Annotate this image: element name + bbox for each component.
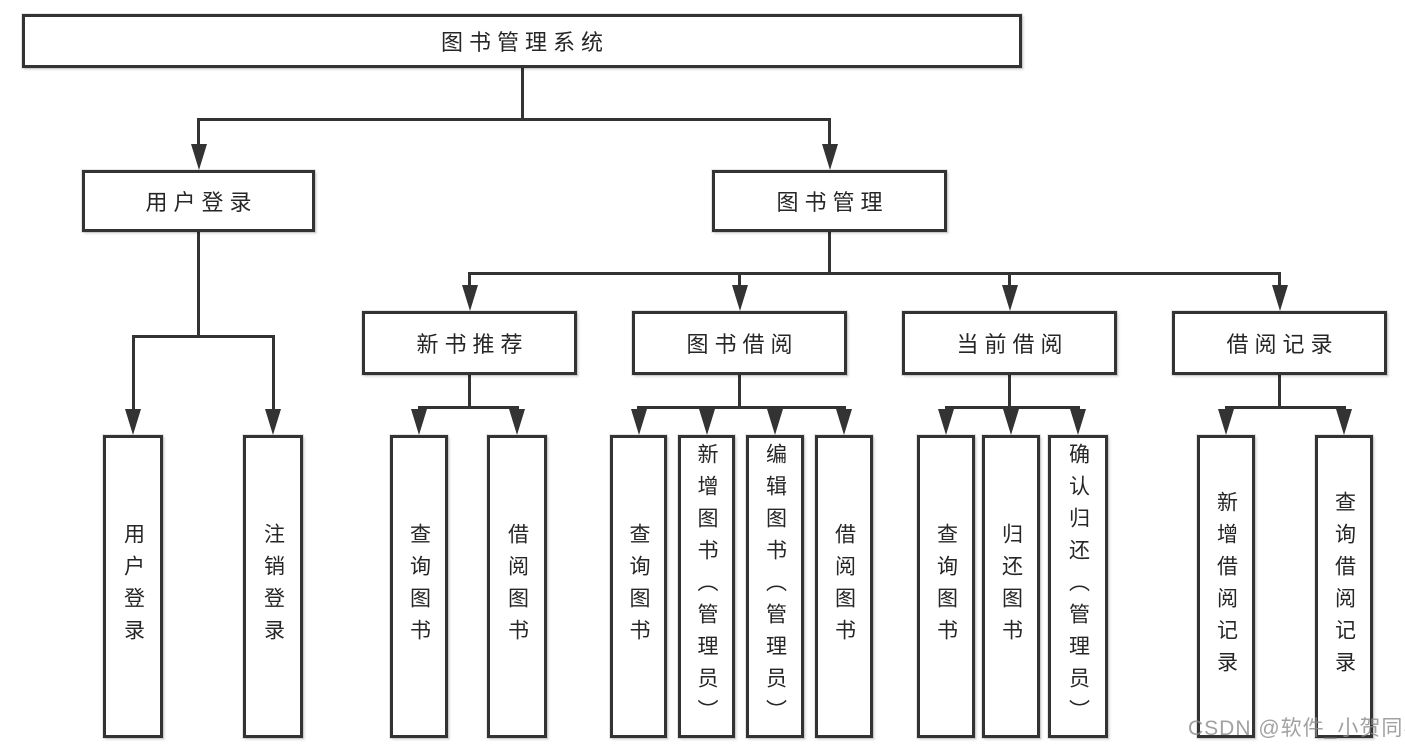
connector-drop-user-login [197,118,200,150]
node-book-borrow: 图书借阅 [632,311,847,375]
node-current-borrow: 当前借阅 [902,311,1117,375]
node-label-leaf-bb-edit: 编辑图书（管理员） [763,442,787,731]
node-leaf-bb-query: 查询图书 [610,435,667,738]
connector-drop-leaf-user-login [131,335,135,415]
connector-rail-new-book-rec [417,406,519,409]
node-label-book-mgmt: 图书管理 [776,190,889,215]
connector-drop-book-mgmt [828,118,831,150]
connector-stem-new-book-rec [468,375,471,406]
down-arrowhead-leaf-logout [265,409,281,435]
connector-stem-book-borrow [738,375,741,406]
down-arrowhead-leaf-br-query [1336,409,1352,435]
node-label-new-book-rec: 新书推荐 [416,332,529,357]
node-new-book-rec: 新书推荐 [362,311,577,375]
down-arrowhead-leaf-cb-return [1003,409,1019,435]
node-label-leaf-rec-query: 查询图书 [407,522,431,651]
connector-stem-borrow-record [1278,375,1281,406]
down-arrowhead-current-borrow [1001,285,1018,311]
node-label-leaf-user-login: 用户登录 [121,522,145,651]
down-arrowhead-leaf-bb-borrow [836,409,852,435]
node-leaf-cb-query: 查询图书 [917,435,975,738]
node-label-leaf-br-add: 新增借阅记录 [1214,490,1238,683]
down-arrowhead-leaf-cb-confirm [1070,409,1086,435]
node-leaf-bb-add: 新增图书（管理员） [678,435,735,738]
down-arrowhead-book-borrow [731,285,748,311]
node-borrow-record: 借阅记录 [1172,311,1387,375]
node-leaf-logout: 注销登录 [243,435,303,738]
connector-drop-new-book-rec [468,272,471,291]
connector-drop-book-borrow [738,272,741,291]
node-leaf-bb-borrow: 借阅图书 [815,435,873,738]
node-label-book-borrow: 图书借阅 [686,332,799,357]
connector-rail-user-login [131,335,275,338]
down-arrowhead-leaf-bb-query [630,409,647,435]
down-arrowhead-leaf-br-add [1218,409,1234,435]
down-arrowhead-book-mgmt [821,144,838,170]
node-label-user-login: 用户登录 [145,190,258,215]
csdn-watermark: CSDN @软件_小贺同学 [1188,717,1405,740]
down-arrowhead-borrow-record [1271,285,1288,311]
node-label-leaf-cb-return: 归还图书 [999,522,1023,651]
down-arrowhead-leaf-user-login [125,409,141,435]
node-leaf-rec-query: 查询图书 [390,435,448,738]
node-leaf-rec-borrow: 借阅图书 [487,435,547,738]
connector-stem-book-mgmt [828,232,831,272]
connector-drop-leaf-logout [271,335,275,415]
connector-rail-book-borrow [637,406,846,409]
node-leaf-cb-return: 归还图书 [982,435,1040,738]
node-label-leaf-logout: 注销登录 [261,522,285,651]
node-leaf-br-query: 查询借阅记录 [1315,435,1373,738]
connector-drop-borrow-record [1278,272,1281,291]
node-label-leaf-br-query: 查询借阅记录 [1332,490,1356,683]
down-arrowhead-leaf-bb-add [698,409,715,435]
node-leaf-user-login: 用户登录 [103,435,163,738]
node-label-leaf-bb-query: 查询图书 [627,522,650,651]
node-leaf-bb-edit: 编辑图书（管理员） [746,435,804,738]
down-arrowhead-leaf-rec-query [411,409,427,435]
down-arrowhead-leaf-rec-borrow [509,409,525,435]
connector-stem-current-borrow [1008,375,1011,406]
node-user-login: 用户登录 [82,170,315,232]
connector-stem-root [520,68,524,118]
node-label-leaf-cb-confirm: 确认归还（管理员） [1066,442,1090,731]
connector-stem-user-login [197,232,200,335]
node-root: 图书管理系统 [22,14,1022,68]
connector-drop-current-borrow [1008,272,1011,291]
node-label-leaf-rec-borrow: 借阅图书 [505,522,529,651]
node-label-leaf-bb-borrow: 借阅图书 [832,522,856,651]
node-label-current-borrow: 当前借阅 [956,332,1069,357]
node-label-root: 图书管理系统 [440,30,609,55]
node-book-mgmt: 图书管理 [712,170,947,232]
down-arrowhead-leaf-bb-edit [767,409,783,435]
down-arrowhead-leaf-cb-query [938,409,954,435]
node-leaf-cb-confirm: 确认归还（管理员） [1048,435,1108,738]
node-label-leaf-cb-query: 查询图书 [934,522,958,651]
connector-rail-root [197,118,831,121]
node-label-borrow-record: 借阅记录 [1226,332,1339,357]
node-label-leaf-bb-add: 新增图书（管理员） [695,442,718,731]
down-arrowhead-new-book-rec [461,285,478,311]
connector-rail-borrow-record [1224,406,1346,409]
connector-rail-book-mgmt [468,272,1281,275]
node-leaf-br-add: 新增借阅记录 [1197,435,1255,738]
down-arrowhead-user-login [190,144,207,170]
